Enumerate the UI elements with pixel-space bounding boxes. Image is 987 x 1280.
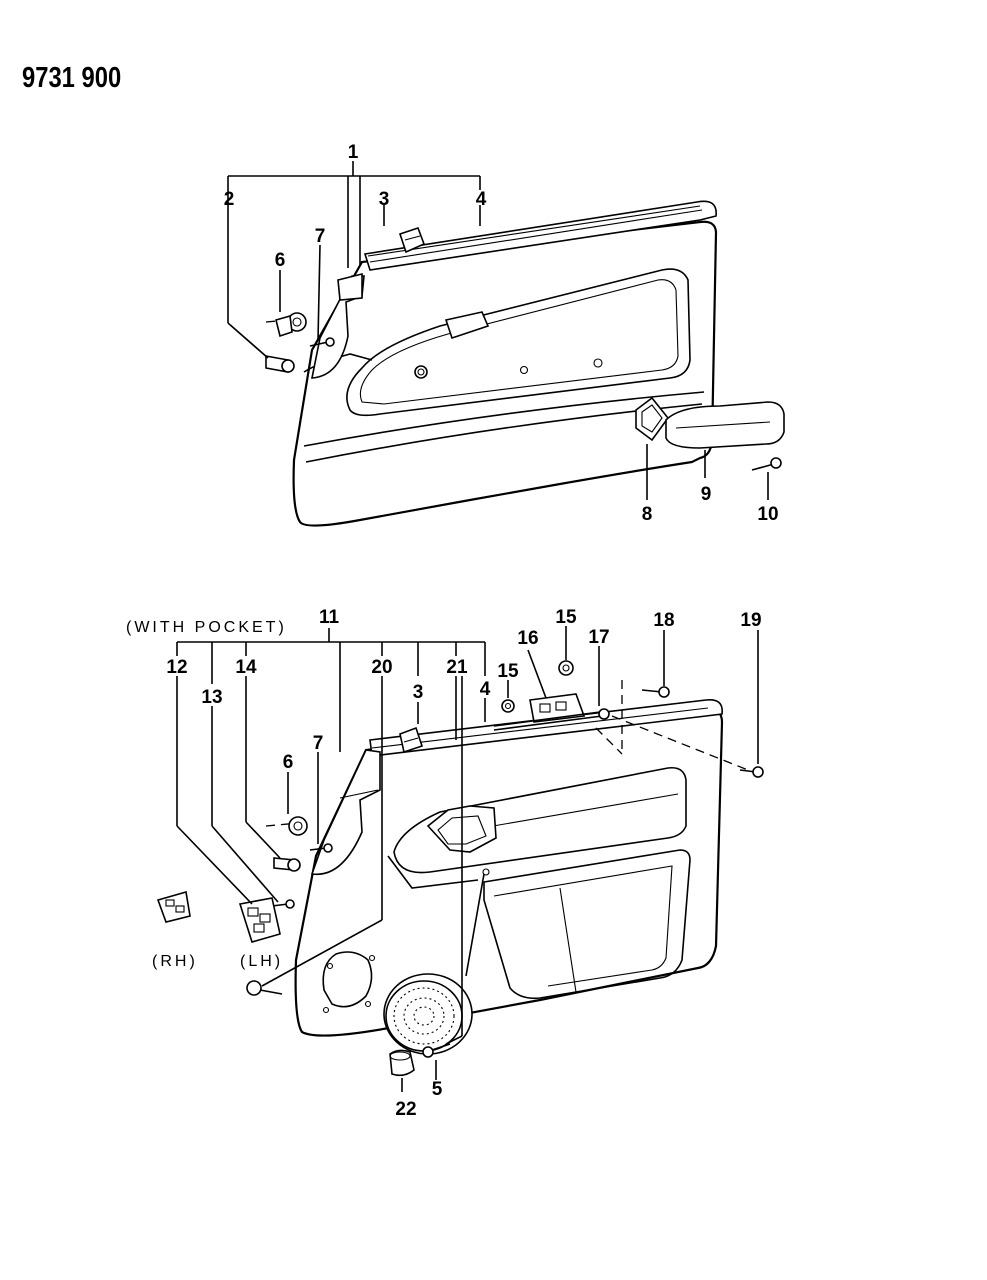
door-trim-panel-with-pocket — [265, 698, 724, 1037]
escutcheon-part-8 — [635, 396, 670, 500]
note-lh: (LH) — [240, 953, 283, 970]
clip-part-3 — [398, 226, 426, 254]
callout-18: 18 — [653, 610, 674, 631]
note-rh: (RH) — [152, 953, 198, 970]
clip-part-15-a — [501, 699, 515, 713]
callout-9: 9 — [701, 484, 712, 505]
speaker-grille-part-21 — [383, 973, 473, 1055]
callout-20: 20 — [371, 657, 392, 678]
callout-17: 17 — [588, 627, 609, 648]
clip-part-3-lower — [399, 726, 424, 754]
cap-part-22 — [389, 1049, 415, 1077]
callout-14: 14 — [235, 657, 257, 678]
callout-19: 19 — [740, 610, 761, 631]
callout-bracket-1 — [227, 161, 481, 268]
fastener-part-14 — [273, 857, 301, 872]
grommet-part-6 — [275, 312, 307, 338]
callout-6: 6 — [275, 250, 286, 271]
switch-part-12-rh — [156, 890, 191, 923]
callout-1: 1 — [348, 142, 359, 163]
callout-3: 3 — [379, 189, 390, 210]
screw-part-13 — [271, 899, 295, 909]
screw-part-10 — [751, 457, 782, 500]
screw-part-19 — [611, 715, 764, 778]
callout-6-lower: 6 — [283, 752, 294, 773]
callout-13: 13 — [201, 687, 222, 708]
callout-7-lower: 7 — [313, 733, 324, 754]
callout-bracket-11 — [176, 628, 486, 752]
callout-10: 10 — [757, 504, 778, 525]
document-number: 9731 900 — [22, 62, 122, 94]
callout-5: 5 — [432, 1079, 443, 1100]
fastener-part-2 — [265, 355, 295, 373]
screw-part-18 — [641, 686, 670, 698]
rod-part-17 — [493, 708, 610, 731]
switch-bezel-part-16 — [529, 693, 586, 723]
callout-15-a: 15 — [497, 661, 519, 682]
grommet-part-6-lower — [288, 816, 308, 836]
screw-part-7 — [309, 337, 335, 347]
upper-door-trim-assembly: 1 2 3 4 6 7 8 9 10 — [224, 142, 785, 527]
screw-part-20 — [246, 980, 283, 996]
pull-handle-part-9 — [665, 401, 785, 478]
callout-12: 12 — [166, 657, 187, 678]
switch-part-13-lh — [238, 897, 281, 943]
callout-7: 7 — [315, 226, 326, 247]
clip-part-15-b — [558, 660, 574, 676]
door-trim-panel — [265, 200, 718, 527]
screw-part-7-lower — [309, 843, 333, 853]
callout-4-lower: 4 — [480, 679, 491, 700]
callout-2: 2 — [224, 189, 235, 210]
callout-16: 16 — [517, 628, 538, 649]
callout-22: 22 — [395, 1099, 416, 1120]
callout-11: 11 — [319, 607, 340, 628]
lower-door-trim-assembly: (WITH POCKET) (RH) (LH) — [126, 607, 764, 1120]
callout-8: 8 — [642, 504, 653, 525]
callout-21: 21 — [446, 657, 468, 678]
callout-15-b: 15 — [555, 607, 577, 628]
callout-3-lower: 3 — [413, 682, 424, 703]
callout-4: 4 — [476, 189, 487, 210]
screw-part-5 — [422, 1043, 451, 1058]
note-with-pocket: (WITH POCKET) — [126, 619, 287, 636]
